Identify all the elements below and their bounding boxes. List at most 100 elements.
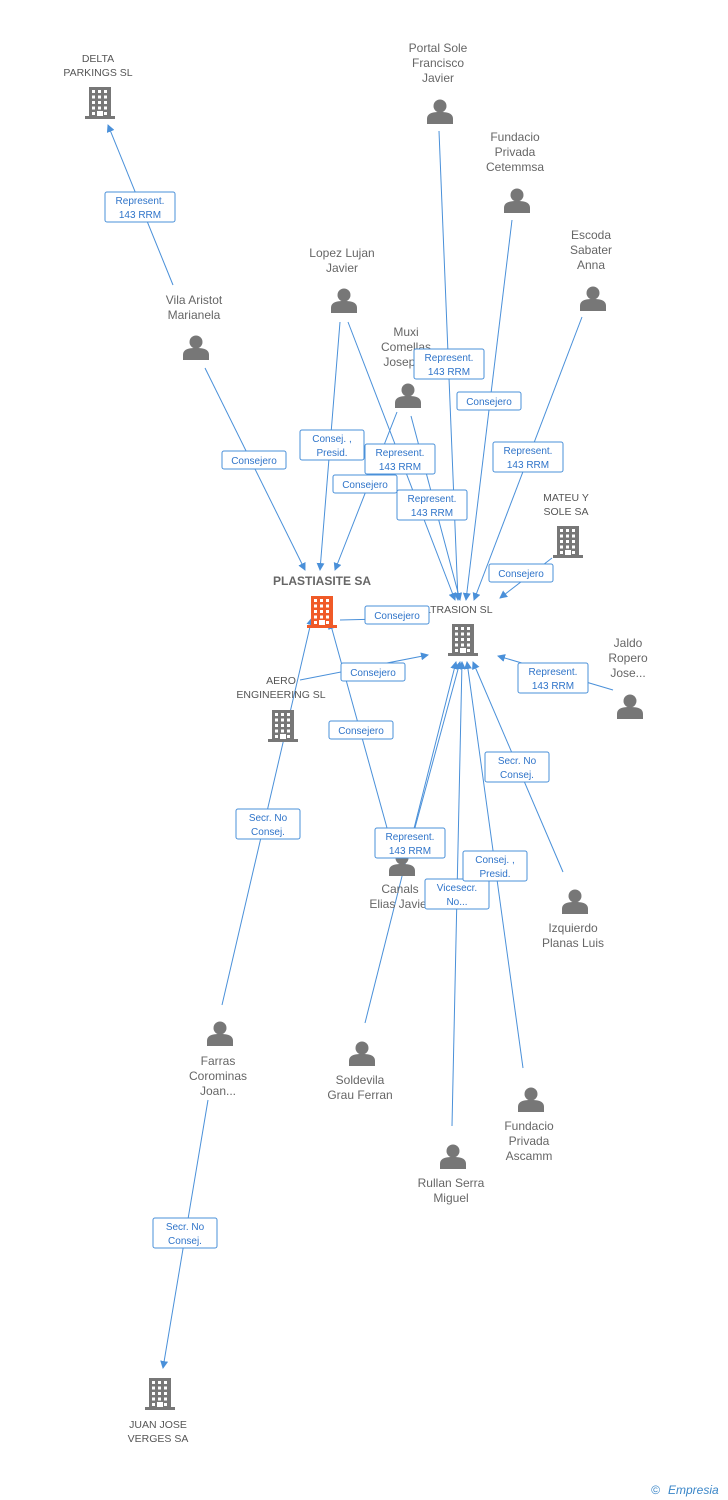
edge-label-box xyxy=(456,391,522,411)
node-label-delta: PARKINGS SL xyxy=(63,67,132,79)
edge-label-muxi-to-plastiasite[interactable]: Consejero xyxy=(332,474,398,494)
brand-logo-text: Empresia xyxy=(668,1483,719,1497)
edge-label-text: Consejero xyxy=(338,726,384,737)
edge-label-fcetemmsa-to-ultrasion[interactable]: Consejero xyxy=(456,391,522,411)
node-label-rullan: Rullan Serra xyxy=(418,1176,485,1190)
edge-label-muxi-to-ultrasion[interactable]: Represent. 143 RRM xyxy=(396,489,468,521)
node-label-portal: Francisco xyxy=(412,56,464,70)
person-icon xyxy=(617,694,643,719)
node-farras[interactable]: FarrasCorominasJoan... xyxy=(189,1021,247,1099)
node-label-delta: DELTA xyxy=(82,53,114,65)
node-label-soldevila: Grau Ferran xyxy=(327,1088,392,1102)
edge-label-canals-to-ultrasion[interactable]: Represent. 143 RRM xyxy=(374,827,446,859)
edge-label-box xyxy=(484,751,550,783)
node-jaldo[interactable]: JaldoRoperoJose... xyxy=(608,636,648,719)
edge-label-box xyxy=(340,662,406,682)
node-label-escoda: Anna xyxy=(577,258,605,272)
edge-label-text: 143 RRM xyxy=(428,367,470,378)
edge-label-text: 143 RRM xyxy=(507,460,549,471)
edge-label-canals-to-plastiasite[interactable]: Consejero xyxy=(328,720,394,740)
node-label-fcetemmsa: Fundacio xyxy=(490,130,540,144)
node-label-fcetemmsa: Privada xyxy=(495,145,536,159)
node-delta[interactable]: DELTA PARKINGS SL xyxy=(63,53,133,119)
node-label-aero: AERO xyxy=(266,675,296,687)
edge-label-text: Represent. xyxy=(376,448,425,459)
building-icon xyxy=(268,710,298,742)
node-label-canals: Canals xyxy=(381,882,418,896)
edge-label-text: 143 RRM xyxy=(389,846,431,857)
edge-label-text: Presid. xyxy=(316,448,347,459)
edge-label-box xyxy=(424,878,490,910)
node-label-lopez: Javier xyxy=(326,261,358,275)
edge-label-text: Consejero xyxy=(374,611,420,622)
edge-label-escoda-to-ultrasion[interactable]: Represent.143 RRM xyxy=(492,441,564,473)
edge-label-fascamm-to-ultrasion[interactable]: Consej. ,Presid. xyxy=(462,850,528,882)
edge-label-text: 143 RRM xyxy=(411,508,453,519)
edge-label-text: Consejero xyxy=(466,397,512,408)
building-icon xyxy=(307,596,337,628)
edge-label-text: Consej. , xyxy=(475,855,514,866)
watermark: © Empresia xyxy=(651,1483,719,1497)
edge-label-box xyxy=(364,605,430,625)
edge-label-text: Secr. No xyxy=(498,756,537,767)
building-icon xyxy=(145,1378,175,1410)
edge-label-box xyxy=(374,827,446,859)
node-label-farras: Farras xyxy=(201,1054,236,1068)
edge-label-box xyxy=(517,662,589,694)
edge-label-text: Represent. xyxy=(116,196,165,207)
nodes-layer: PLASTIASITE SA ULTRASION SL DELTA PARKINGS … xyxy=(63,41,648,1445)
node-label-mateu: MATEU Y xyxy=(543,492,589,504)
copyright-symbol: © xyxy=(651,1483,660,1497)
edge-label-lopez-to-plastiasite[interactable]: Consej. , Presid. xyxy=(299,429,365,461)
edge-label-aero-to-ultrasion[interactable]: Consejero xyxy=(340,662,406,682)
node-label-fascamm: Fundacio xyxy=(504,1119,554,1133)
node-ultrasion[interactable]: ULTRASION SL xyxy=(417,604,493,656)
edge-label-text: Consej. , xyxy=(312,434,351,445)
node-label-juanjose: VERGES SA xyxy=(128,1433,189,1445)
node-plastiasite[interactable]: PLASTIASITE SA xyxy=(273,574,371,628)
edge-label-portal-to-ultrasion[interactable]: Represent. 143 RRM xyxy=(413,348,485,380)
edge-label-plastiasite-to-ultrasion[interactable]: Consejero xyxy=(364,605,430,625)
node-label-jaldo: Jaldo xyxy=(614,636,643,650)
edge-label-text: Represent. xyxy=(408,494,457,505)
edge-label-vila-to-plastiasite[interactable]: Consejero xyxy=(221,450,287,470)
person-icon xyxy=(349,1041,375,1066)
node-mateu[interactable]: MATEU Y SOLE SA xyxy=(543,492,589,558)
edge-label-text: 143 RRM xyxy=(379,462,421,473)
edge-label-lopez-to-ultrasion[interactable]: Represent. 143 RRM xyxy=(364,443,436,475)
building-icon xyxy=(85,87,115,119)
node-label-mateu: SOLE SA xyxy=(544,506,589,518)
edge-label-text: Vicesecr. xyxy=(437,883,477,894)
node-label-ultrasion: ULTRASION SL xyxy=(417,604,492,616)
node-label-jaldo: Jose... xyxy=(610,666,645,680)
edge-label-mateu-to-ultrasion[interactable]: Consejero xyxy=(488,563,554,583)
edge-label-box xyxy=(396,489,468,521)
node-label-vila: Marianela xyxy=(168,308,221,322)
edge-label-rullan-to-ultrasion[interactable]: Vicesecr.No... xyxy=(424,878,490,910)
edge-label-jaldo-to-ultrasion[interactable]: Represent.143 RRM xyxy=(517,662,589,694)
edge-label-text: Represent. xyxy=(529,667,578,678)
edge-label-text: Represent. xyxy=(425,353,474,364)
edge-label-text: Represent. xyxy=(386,832,435,843)
node-label-vila: Vila Aristot xyxy=(166,293,223,307)
edge-label-text: Consejero xyxy=(498,569,544,580)
edge-label-box xyxy=(221,450,287,470)
person-icon xyxy=(331,288,357,313)
edge-label-vila-to-delta[interactable]: Represent.143 RRM xyxy=(104,191,176,223)
edge-label-box xyxy=(413,348,485,380)
